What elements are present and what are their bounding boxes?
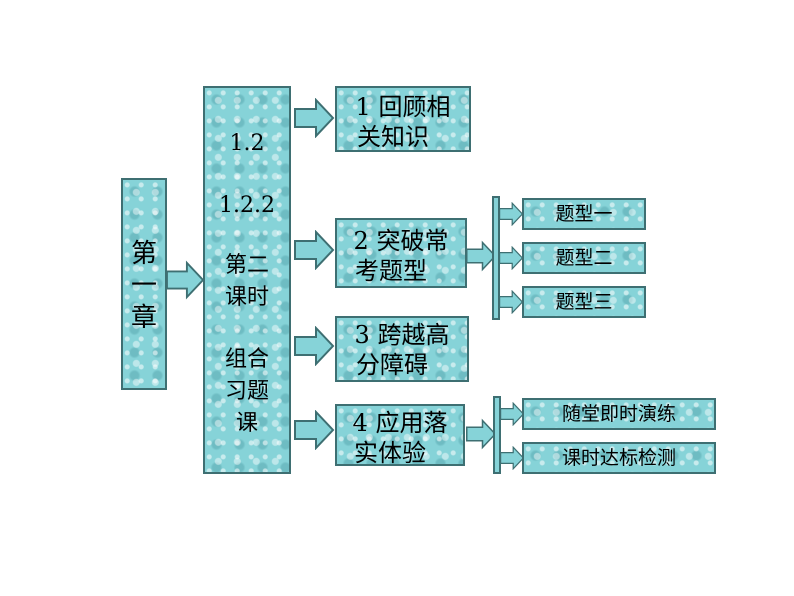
- arrow-to-type-1: [499, 202, 523, 226]
- section-box: 1.2 1.2.2 第二 课时 组合 习题 课: [203, 86, 291, 474]
- section-line-2: 课时: [224, 285, 269, 310]
- arrow-to-practice-2: [500, 446, 524, 470]
- section-line-3: 组合: [224, 347, 269, 372]
- sub-type-3: 题型三: [522, 286, 646, 318]
- chapter-label-3: 章: [130, 303, 157, 333]
- branch-bar-practice: [493, 396, 501, 474]
- node-common-question-types: 2 突破常 考题型: [335, 218, 467, 288]
- chapter-box: 第 一 章: [121, 178, 167, 390]
- arrow-to-type-3: [499, 290, 523, 314]
- node-2-line-2: 考题型: [355, 257, 427, 285]
- sub-type-3-label: 题型三: [555, 291, 613, 313]
- node-4-line-2: 实体验: [354, 439, 426, 467]
- sub-practice-2: 课时达标检测: [522, 442, 716, 474]
- node-overcome-obstacles: 3 跨越高 分障碍: [335, 316, 469, 382]
- node-3-line-2: 分障碍: [356, 351, 428, 379]
- arrow-chapter-to-section: [166, 261, 204, 299]
- section-line-4: 习题: [224, 379, 269, 404]
- node-review-knowledge: 1 回顾相 关知识: [335, 86, 471, 152]
- node-1-line-2: 关知识: [357, 123, 429, 151]
- sub-practice-1-label: 随堂即时演练: [561, 403, 676, 425]
- node-3-line-1: 3 跨越高: [354, 321, 450, 349]
- node-application-practice: 4 应用落 实体验: [335, 404, 465, 467]
- arrow-to-practice-1: [500, 402, 524, 426]
- chapter-label-1: 第: [130, 239, 157, 269]
- arrow-to-type-2: [499, 246, 523, 270]
- section-line-1: 第二: [224, 253, 269, 278]
- section-line-5: 课: [235, 411, 258, 436]
- node-4-line-1: 4 应用落: [352, 409, 448, 437]
- sub-practice-2-label: 课时达标检测: [561, 447, 676, 469]
- sub-type-2-label: 题型二: [555, 247, 613, 269]
- node-1-line-1: 1 回顾相: [355, 93, 451, 121]
- node-2-line-1: 2 突破常: [353, 227, 449, 255]
- sub-type-1-label: 题型一: [555, 203, 613, 225]
- sub-type-2: 题型二: [522, 242, 646, 274]
- arrow-node-4-to-branch: [466, 419, 496, 449]
- sub-practice-1: 随堂即时演练: [522, 398, 716, 430]
- section-subnumber: 1.2.2: [219, 193, 275, 218]
- sub-type-1: 题型一: [522, 198, 646, 230]
- chapter-label-2: 一: [130, 271, 157, 301]
- branch-bar-types: [492, 196, 500, 320]
- section-number: 1.2: [229, 131, 265, 156]
